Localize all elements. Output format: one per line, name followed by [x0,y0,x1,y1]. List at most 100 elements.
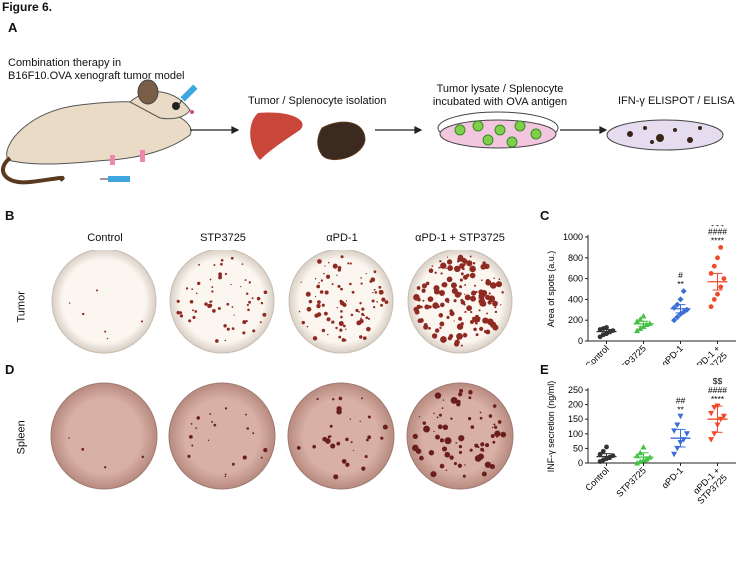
spot [435,302,437,304]
spot [104,466,107,469]
spot [262,312,267,317]
spot [240,286,242,288]
spot [459,278,463,282]
spot [68,437,70,439]
spleen-wells-image [50,382,514,490]
spot [453,320,455,322]
spot [321,303,325,307]
spot [340,310,343,313]
spot [231,327,235,331]
significance-label: ** [677,279,684,289]
spot [469,255,472,258]
spot [466,305,473,312]
spot [318,282,320,284]
spot [349,418,352,420]
spot [356,320,362,326]
spot [252,432,255,435]
spot [319,290,324,294]
spot [314,313,319,318]
spot [340,287,343,291]
spot [484,263,490,270]
spot [440,302,445,308]
spot [323,272,325,275]
spot [430,471,437,478]
spot [374,291,378,294]
panel-a-label: A [8,20,18,35]
spot [455,442,458,444]
spot [367,317,371,320]
spot [462,274,468,280]
spot [68,302,71,304]
svg-text:STP3725: STP3725 [614,343,648,365]
spot [487,300,492,305]
workflow-illustration [1,79,724,185]
spot [439,463,445,469]
spot [339,328,343,332]
spot [192,315,196,319]
spot [191,288,194,290]
x-tick-label: Control [583,343,611,365]
spot [352,449,355,452]
spot [412,433,418,439]
spot [494,306,497,309]
spot [336,306,339,309]
spot [226,327,230,331]
y-tick-label: 200 [568,400,583,410]
spot [231,306,234,308]
spot [338,396,343,401]
spot [434,392,442,399]
step1-text: Tumor / Splenocyte isolation [248,95,387,107]
spot [444,297,450,303]
spot [445,469,448,472]
panel-d-label: D [5,362,15,377]
spot [473,327,477,332]
data-point [634,460,641,466]
spot [481,471,487,477]
spot [259,321,262,324]
spot [479,416,483,420]
significance-label: # [678,270,683,280]
spot [224,272,227,276]
spot [190,422,193,425]
data-point [637,325,644,332]
spot [481,279,483,281]
spot [480,442,485,447]
spot [347,262,350,265]
spot [337,284,341,288]
spot [416,304,421,309]
spot [464,293,466,296]
data-point [715,255,720,261]
spot [365,316,369,320]
spot [314,278,317,280]
spot [425,281,430,286]
spot [434,271,437,274]
spot [464,310,467,314]
spot [332,398,335,401]
spot [104,330,107,333]
data-point [674,314,681,321]
y-tick-label: 150 [568,414,583,424]
spot [361,312,365,316]
spot [496,435,498,438]
spot [361,397,363,400]
spot [373,288,376,291]
spot [492,324,499,331]
spot [478,309,481,312]
spot [220,262,223,266]
spot [298,310,301,313]
spot [490,296,492,298]
spot [316,397,319,401]
spot [459,263,465,269]
y-tick-label: 600 [568,274,583,284]
spot [458,450,463,454]
tumor-wells-image [51,250,513,354]
spot [366,326,371,332]
spot [491,426,494,429]
significance-label: #### [708,385,727,395]
spot [458,435,465,442]
spot [467,416,472,421]
spot [417,318,422,324]
spot [382,424,388,430]
spot [456,333,463,340]
